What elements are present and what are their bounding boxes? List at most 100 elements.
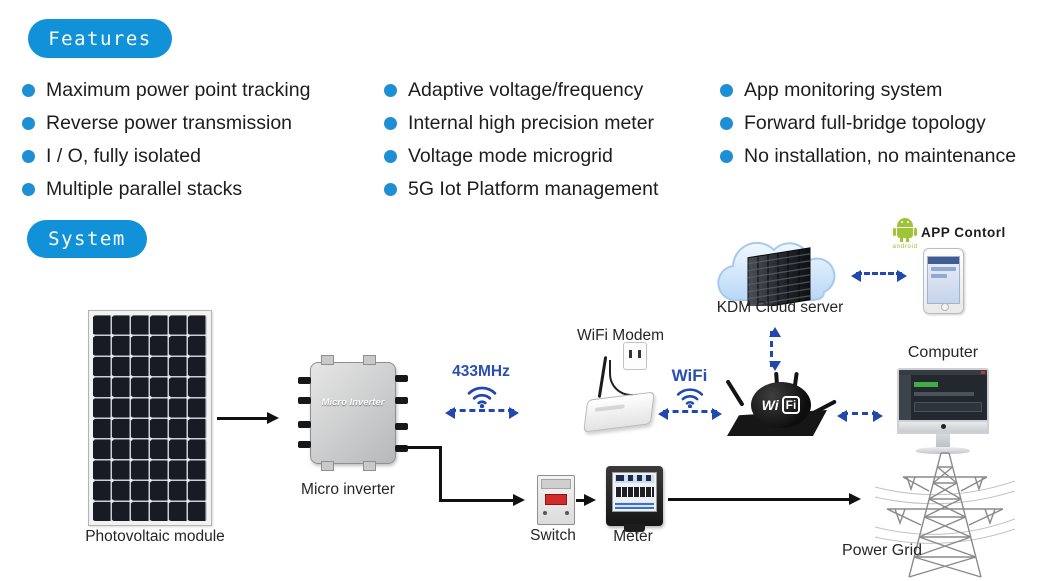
features-badge: Features xyxy=(28,19,172,58)
bullet-icon xyxy=(22,183,35,196)
meter-label: Meter xyxy=(613,528,653,545)
line-inverter-elbow-v xyxy=(439,446,442,502)
photovoltaic-label: Photovoltaic module xyxy=(85,528,225,545)
arrow-modem-router-wireless xyxy=(658,408,722,420)
feature-text: Maximum power point tracking xyxy=(46,79,311,101)
bullet-icon xyxy=(22,150,35,163)
feature-text: Internal high precision meter xyxy=(408,112,655,134)
power-tower-illustration xyxy=(875,452,1015,578)
dc-connector-icon xyxy=(395,397,408,404)
feature-item: Multiple parallel stacks xyxy=(22,173,310,206)
computer-chin xyxy=(897,422,989,434)
solar-panel-illustration xyxy=(88,310,212,526)
android-icon xyxy=(893,218,917,242)
features-column-3: App monitoring system Forward full-bridg… xyxy=(720,74,1016,173)
dc-connector-icon xyxy=(298,377,311,384)
arrow-inverter-to-switch xyxy=(439,494,525,506)
wifi-badge-fi: Fi xyxy=(781,396,801,414)
cloud-server-illustration xyxy=(717,241,836,306)
arrow-router-computer-wireless xyxy=(837,410,883,422)
mount-tab xyxy=(321,461,334,471)
bullet-icon xyxy=(384,150,397,163)
energy-meter-illustration xyxy=(606,466,663,532)
features-column-2: Adaptive voltage/frequency Internal high… xyxy=(384,74,658,206)
computer-screen xyxy=(897,368,989,422)
arrow-router-cloud-wireless xyxy=(768,327,781,371)
power-grid-label: Power Grid xyxy=(842,542,923,559)
mount-tab xyxy=(321,355,334,365)
feature-item: Voltage mode microgrid xyxy=(384,140,658,173)
bullet-icon xyxy=(720,150,733,163)
breaker-toggle xyxy=(545,494,567,505)
dc-connector-icon xyxy=(395,375,408,382)
arrow-switch-to-meter xyxy=(576,494,596,506)
bullet-icon xyxy=(384,84,397,97)
dc-connector-icon xyxy=(298,397,311,404)
mount-tab xyxy=(363,461,376,471)
power-cord xyxy=(609,360,637,396)
antenna-icon xyxy=(597,356,608,398)
app-control-label: APP Contorl xyxy=(921,225,1006,240)
arrow-cloud-phone-wireless xyxy=(851,270,907,282)
feature-item: App monitoring system xyxy=(720,74,1016,107)
computer-label: Computer xyxy=(907,344,979,361)
wifi-label: WiFi xyxy=(671,366,708,385)
android-wordmark: android xyxy=(892,243,918,250)
wifi-modem-label: WiFi Modem xyxy=(577,327,664,344)
home-button-icon xyxy=(940,303,949,311)
inverter-device-text: Micro Inverter xyxy=(321,397,385,408)
bullet-icon xyxy=(384,117,397,130)
dc-connector-icon xyxy=(395,423,408,430)
wifi-signal-icon xyxy=(467,386,497,408)
feature-item: No installation, no maintenance xyxy=(720,140,1016,173)
feature-text: 5G Iot Platform management xyxy=(408,178,659,200)
phone-screen xyxy=(927,256,960,304)
feature-item: Internal high precision meter xyxy=(384,107,658,140)
arrow-inverter-modem-wireless xyxy=(445,407,519,419)
dc-connector-icon xyxy=(298,421,311,428)
meter-display xyxy=(612,472,657,512)
feature-item: Forward full-bridge topology xyxy=(720,107,1016,140)
wifi-signal-icon xyxy=(676,388,704,408)
feature-text: I / O, fully isolated xyxy=(46,145,201,167)
computer-illustration xyxy=(897,368,989,454)
features-column-1: Maximum power point tracking Reverse pow… xyxy=(22,74,310,206)
bullet-icon xyxy=(384,183,397,196)
feature-text: No installation, no maintenance xyxy=(744,145,1017,167)
feature-text: Adaptive voltage/frequency xyxy=(408,79,644,101)
rf-frequency-label: 433MHz xyxy=(452,363,510,380)
computer-base xyxy=(916,447,970,454)
feature-text: Forward full-bridge topology xyxy=(744,112,986,134)
feature-item: Adaptive voltage/frequency xyxy=(384,74,658,107)
feature-text: Reverse power transmission xyxy=(46,112,293,134)
antenna-icon xyxy=(725,379,745,407)
solar-cells xyxy=(93,315,207,521)
feature-item: Maximum power point tracking xyxy=(22,74,310,107)
wifi-badge-wi: Wi xyxy=(761,397,779,413)
arrow-meter-to-grid xyxy=(668,493,861,505)
system-badge: System xyxy=(27,220,147,258)
feature-text: Voltage mode microgrid xyxy=(408,145,613,167)
micro-inverter-label: Micro inverter xyxy=(301,481,395,498)
breaker-switch-illustration xyxy=(537,475,575,525)
router-illustration: Wi Fi xyxy=(725,371,837,440)
bullet-icon xyxy=(720,117,733,130)
modem-body xyxy=(583,391,655,433)
bullet-icon xyxy=(22,117,35,130)
feature-item: I / O, fully isolated xyxy=(22,140,310,173)
bullet-icon xyxy=(22,84,35,97)
feature-text: App monitoring system xyxy=(744,79,943,101)
smartphone-illustration xyxy=(923,248,964,314)
switch-label: Switch xyxy=(530,527,576,544)
bullet-icon xyxy=(720,84,733,97)
feature-text: Multiple parallel stacks xyxy=(46,178,243,200)
micro-inverter-illustration: Micro Inverter xyxy=(298,355,408,471)
feature-item: Reverse power transmission xyxy=(22,107,310,140)
wifi-logo-badge: Wi Fi xyxy=(751,382,811,428)
modem-illustration xyxy=(583,338,663,436)
mount-tab xyxy=(363,355,376,365)
dc-connector-icon xyxy=(298,441,311,448)
feature-item: 5G Iot Platform management xyxy=(384,173,658,206)
computer-stand xyxy=(936,434,950,447)
